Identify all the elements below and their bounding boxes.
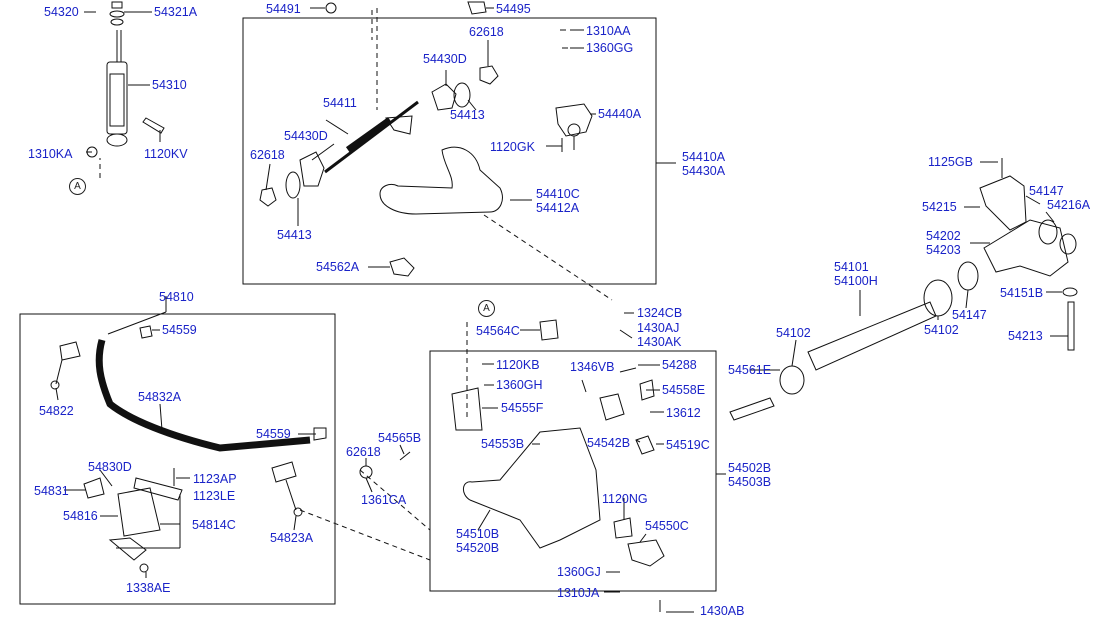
part-label[interactable]: 54542B: [587, 436, 631, 450]
lower-arm-drawing: [359, 319, 665, 567]
upper-arm-drawing: [259, 1, 593, 277]
part-label[interactable]: 1324CB: [637, 306, 683, 320]
part-label[interactable]: 54411: [323, 96, 357, 110]
drive-shaft-drawing: [729, 158, 1078, 421]
part-label[interactable]: 1346VB: [570, 360, 615, 374]
part-label[interactable]: 13612: [666, 406, 701, 420]
stabilizer-frame: [19, 313, 336, 605]
part-label[interactable]: 54816: [63, 509, 98, 523]
part-label[interactable]: 54413: [277, 228, 312, 242]
part-label[interactable]: 54810: [159, 290, 194, 304]
part-label[interactable]: 54320: [44, 5, 79, 19]
lower-arm-frame: [429, 350, 717, 592]
part-label[interactable]: 54410C 54412A: [536, 187, 580, 215]
part-label[interactable]: 1430AJ 1430AK: [637, 321, 682, 349]
part-label[interactable]: 54814C: [192, 518, 236, 532]
part-label[interactable]: 54310: [152, 78, 187, 92]
part-label[interactable]: 1360GG: [586, 41, 634, 55]
part-label[interactable]: 1310AA: [586, 24, 631, 38]
part-label[interactable]: 54565B: [378, 431, 422, 445]
label-leaders: [55, 7, 1068, 613]
part-label[interactable]: 1120NG: [602, 492, 648, 506]
part-label[interactable]: 1120KV: [144, 147, 188, 161]
part-label[interactable]: 54550C: [645, 519, 689, 533]
part-label[interactable]: 1125GB: [928, 155, 973, 169]
part-label[interactable]: 54213: [1008, 329, 1043, 343]
part-label[interactable]: 54430D: [284, 129, 328, 143]
part-label[interactable]: 54823A: [270, 531, 314, 545]
part-label[interactable]: 54502B 54503B: [728, 461, 772, 489]
callout-circle-a: A: [478, 300, 495, 317]
part-label[interactable]: 54562A: [316, 260, 360, 274]
upper-arm-frame: [242, 17, 657, 285]
part-label[interactable]: 54559: [256, 427, 291, 441]
part-label[interactable]: 54101 54100H: [834, 260, 878, 288]
part-label[interactable]: 1360GJ: [557, 565, 601, 579]
part-label[interactable]: 54559: [162, 323, 197, 337]
part-label[interactable]: 54553B: [481, 437, 525, 451]
part-label[interactable]: 54147: [952, 308, 987, 322]
part-label[interactable]: 1360GH: [496, 378, 543, 392]
part-label[interactable]: 54561E: [728, 363, 772, 377]
part-label[interactable]: 54519C: [666, 438, 710, 452]
part-label[interactable]: 54288: [662, 358, 697, 372]
part-label[interactable]: 54831: [34, 484, 69, 498]
part-label[interactable]: 1123LE: [193, 489, 236, 503]
part-label[interactable]: 62618: [469, 25, 504, 39]
part-label[interactable]: 1310KA: [28, 147, 73, 161]
stabilizer-drawing: [50, 325, 327, 573]
part-label[interactable]: 54410A 54430A: [682, 150, 726, 178]
part-label[interactable]: 54495: [496, 2, 531, 16]
part-label[interactable]: 1123AP: [193, 472, 237, 486]
part-label[interactable]: 54151B: [1000, 286, 1044, 300]
part-label[interactable]: 1120GK: [490, 140, 535, 154]
part-label[interactable]: 54491: [266, 2, 301, 16]
part-label[interactable]: 54216A: [1047, 198, 1091, 212]
part-label[interactable]: 54413: [450, 108, 485, 122]
part-label[interactable]: 54147: [1029, 184, 1064, 198]
part-label[interactable]: 54215: [922, 200, 957, 214]
part-label[interactable]: 54564C: [476, 324, 520, 338]
part-label[interactable]: 54321A: [154, 5, 198, 19]
part-label[interactable]: 54430D: [423, 52, 467, 66]
leader-dashes: [99, 8, 613, 561]
part-label[interactable]: 1430AB: [700, 604, 745, 618]
part-label[interactable]: 1338AE: [126, 581, 171, 595]
part-label[interactable]: 54555F: [501, 401, 544, 415]
callout-circle-a: A: [69, 178, 86, 195]
part-label[interactable]: 1120KB: [496, 358, 540, 372]
part-label[interactable]: 54832A: [138, 390, 182, 404]
part-label[interactable]: 1361CA: [361, 493, 407, 507]
part-label[interactable]: 1310JA: [557, 586, 600, 600]
part-label[interactable]: 54202 54203: [926, 229, 961, 257]
part-label[interactable]: 54822: [39, 404, 74, 418]
part-label[interactable]: 62618: [346, 445, 381, 459]
part-label[interactable]: 54510B 54520B: [456, 527, 500, 555]
part-label[interactable]: 54558E: [662, 383, 706, 397]
part-label[interactable]: 54102: [924, 323, 959, 337]
part-label[interactable]: 54102: [776, 326, 811, 340]
part-label[interactable]: 54440A: [598, 107, 642, 121]
part-label[interactable]: 54830D: [88, 460, 132, 474]
part-label[interactable]: 62618: [250, 148, 285, 162]
